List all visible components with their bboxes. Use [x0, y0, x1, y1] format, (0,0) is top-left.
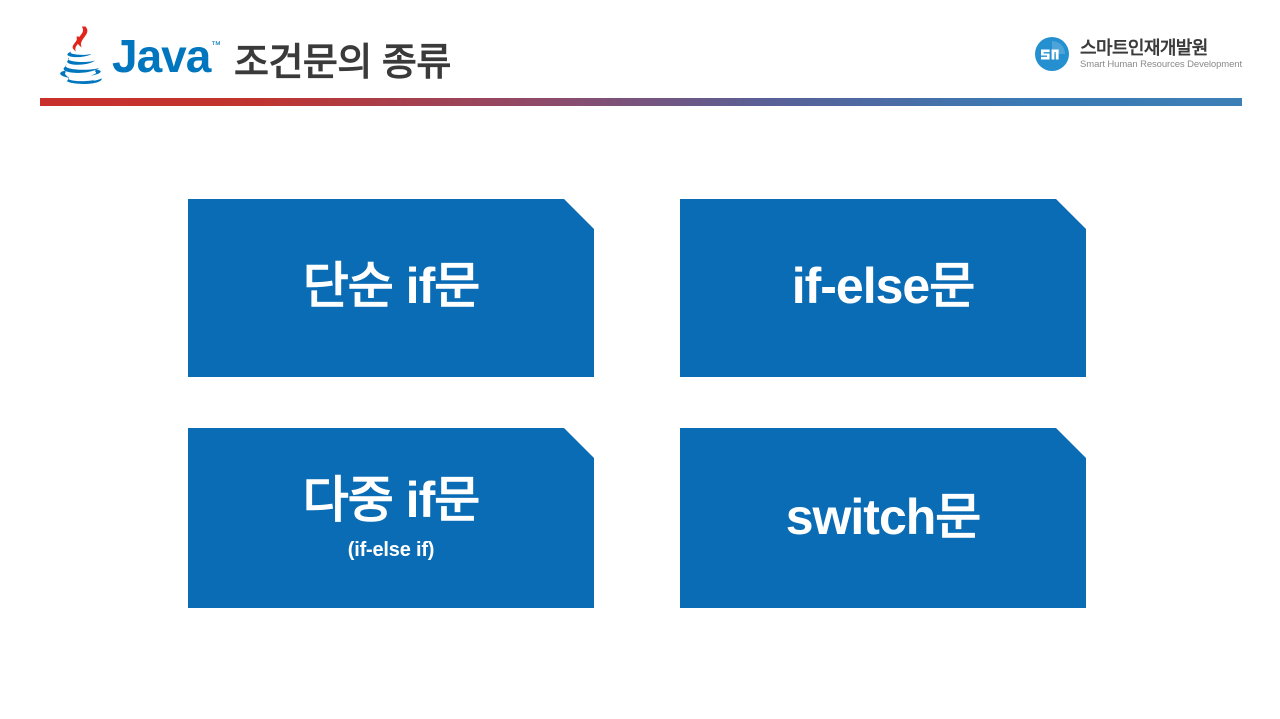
- brand-mark-icon: [1032, 34, 1072, 74]
- flag-box-main-label: 단순 if문: [302, 257, 480, 314]
- flag-box-main-label: 다중 if문: [302, 472, 480, 529]
- brand-subtitle: Smart Human Resources Development: [1080, 58, 1242, 70]
- svg-text:™: ™: [211, 40, 221, 51]
- flag-box-sub-label: (if-else if): [347, 538, 435, 561]
- java-steam-icon: [60, 26, 102, 85]
- flag-box-switch[interactable]: switch문: [680, 428, 1086, 608]
- flag-box-multi-if[interactable]: 다중 if문 (if-else if): [188, 428, 594, 608]
- flag-box-simple-if[interactable]: 단순 if문: [188, 199, 594, 377]
- header-divider: [40, 98, 1242, 106]
- brand-logo: 스마트인재개발원 Smart Human Resources Developme…: [1032, 34, 1242, 74]
- flag-box-if-else[interactable]: if-else문: [680, 199, 1086, 377]
- brand-text-block: 스마트인재개발원 Smart Human Resources Developme…: [1080, 39, 1242, 70]
- slide-header: Java ™ 조건문의 종류 스마트: [0, 0, 1280, 108]
- flag-box-main-label: switch문: [785, 488, 981, 545]
- flag-box-main-label: if-else문: [791, 257, 975, 314]
- java-wordmark-text: Java ™: [112, 30, 221, 82]
- page-title: 조건문의 종류: [234, 42, 451, 84]
- java-logo: Java ™: [44, 22, 224, 88]
- brand-name: 스마트인재개발원: [1080, 37, 1208, 58]
- svg-text:Java: Java: [112, 30, 212, 82]
